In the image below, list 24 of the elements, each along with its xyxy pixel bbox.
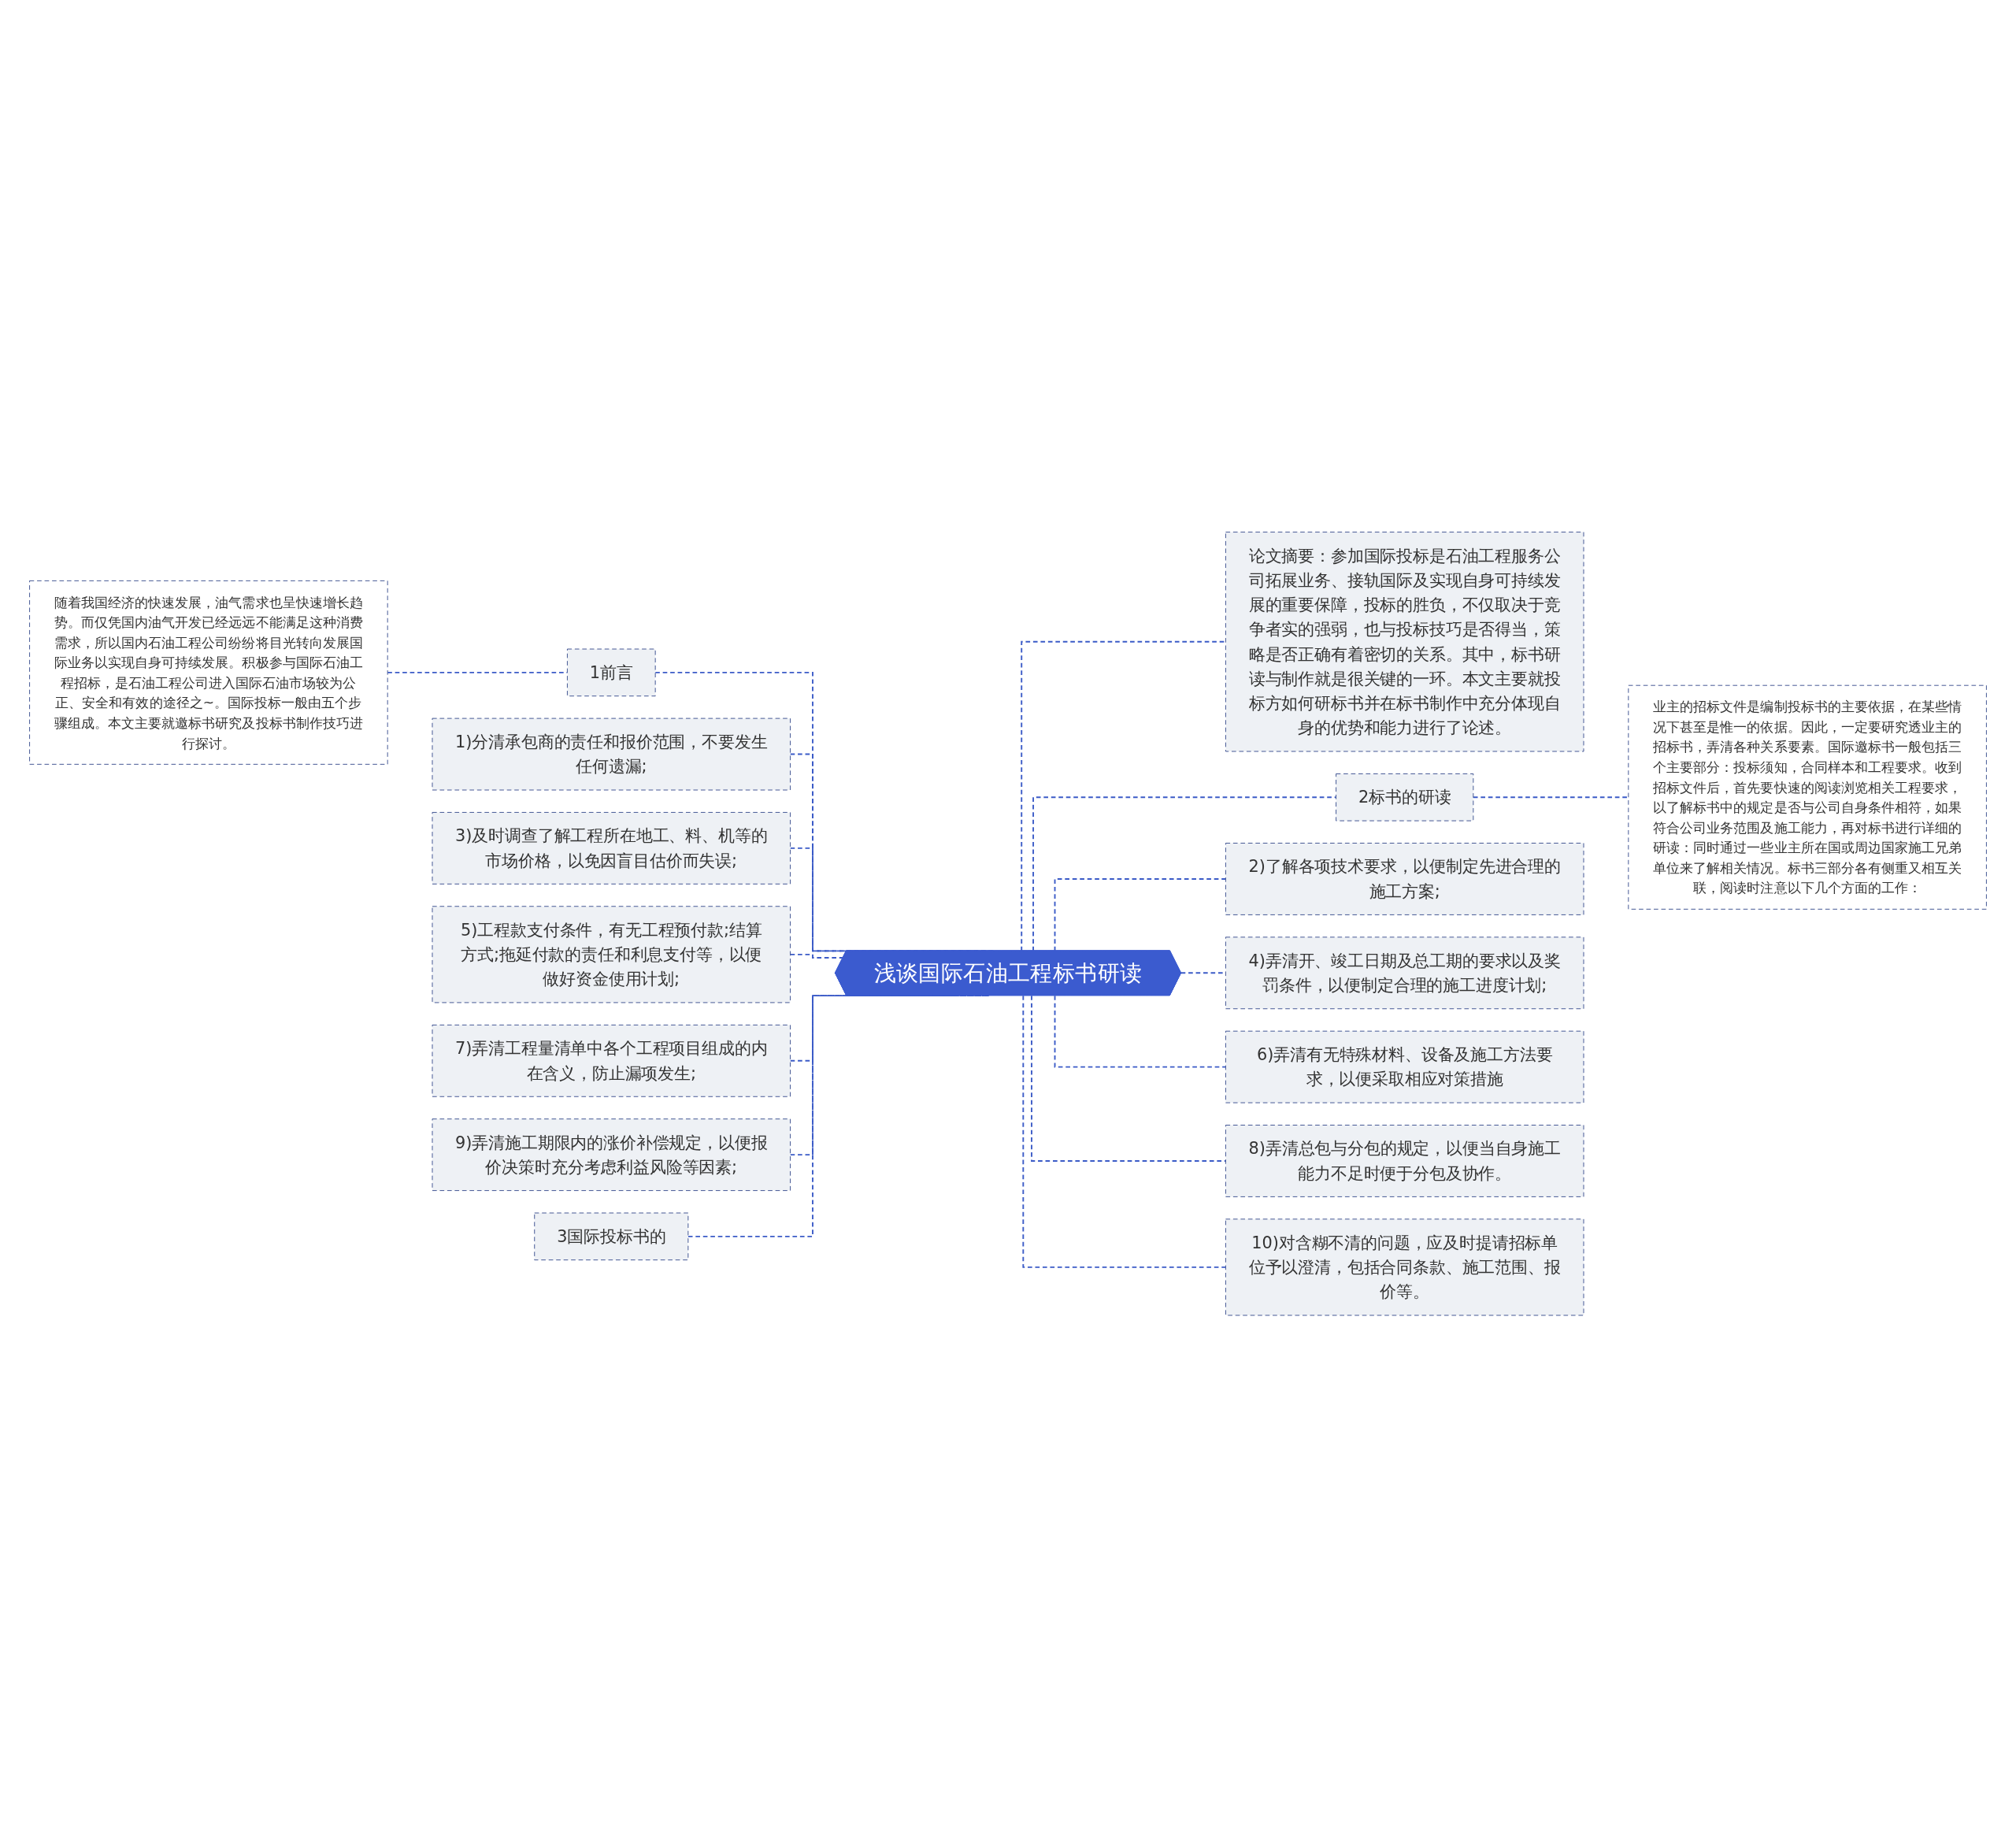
- connector: [1054, 877, 1227, 951]
- node-box: 5)工程款支付条件，有无工程预付款;结算方式;拖延付款的责任和利息支付等，以便做好资金使用计划;: [432, 906, 791, 1003]
- node-box: 2标书的研读: [1336, 773, 1474, 822]
- connector: [1031, 994, 1227, 1162]
- node-box: 论文摘要：参加国际投标是石油工程服务公司拓展业务、接轨国际及实现自身可持续发展的重要保障，投标的胜负，不仅取决于竞争者实的强弱，也与投标技巧是否得当，策略是否正确有着密切的关系。其中，标书研读与制作就是很关键的一环。本文主要就投标方如何研标书并在标书制作中充分体现自身的优势和能力进行了论述。: [1225, 531, 1584, 752]
- node-box: 8)弄清总包与分包的规定，以便当自身施工能力不足时便于分包及协作。: [1225, 1124, 1584, 1197]
- connector: [1472, 796, 1629, 798]
- node-box: 9)弄清施工期限内的涨价补偿规定，以便报价决策时充分考虑利益风险等因素;: [432, 1118, 791, 1191]
- node-box: 3国际投标书的: [534, 1212, 689, 1260]
- node-box: 6)弄清有无特殊材料、设备及施工方法要求，以便采取相应对策措施: [1225, 1030, 1584, 1103]
- connector: [1054, 994, 1227, 1068]
- node-box: 3)及时调查了解工程所在地工、料、机等的市场价格，以免因盲目估价而失误;: [432, 811, 791, 885]
- node-box: 10)对含糊不清的问题，应及时提请招标单位予以澄清，包括合同条款、施工范围、报价等。: [1225, 1218, 1584, 1316]
- node-box: 4)弄清开、竣工日期及总工期的要求以及奖罚条件，以便制定合理的施工进度计划;: [1225, 936, 1584, 1009]
- connector: [789, 953, 844, 959]
- node-box: 1)分清承包商的责任和报价范围，不要发生任何遗漏;: [432, 718, 791, 791]
- node-box: 随着我国经济的快速发展，油气需求也呈快速增长趋势。而仅凭国内油气开发已经远远不能满足这种消费需求，所以国内石油工程公司纷纷将目光转向发展国际业务以实现自身可持续发展。积极参与国际石油工程招标，是石油工程公司进入国际石油市场较为公正、安全和有效的途径之~。国际投标一般由五个步骤组成。本文主要就邀标书研究及投标书制作技巧进行探讨。: [29, 580, 388, 765]
- node-box: 1前言: [566, 648, 656, 696]
- node-box: 业主的招标文件是编制投标书的主要依据，在某些情况下甚至是惟一的依据。因此，一定要研究透业主的招标书，弄清各种关系要素。国际邀标书一般包括三个主要部分：投标须知，合同样本和工程要求。收到招标文件后，首先要快速的阅读浏览相关工程要求，以了解标书中的规定是否与公司自身条件相符，如果符合公司业务范围及施工能力，再对标书进行详细的研读：同时通过一些业主所在国或周边国家施工兄弟单位来了解相关情况。标书三部分各有侧重又相互关联，阅读时注意以下几个方面的工作：: [1628, 684, 1987, 910]
- connector: [1022, 994, 1227, 1268]
- connector: [1021, 640, 1227, 951]
- node-box: 2)了解各项技术要求，以便制定先进合理的施工方案;: [1225, 842, 1584, 915]
- node-box: 7)弄清工程量清单中各个工程项目组成的内在含义，防止漏项发生;: [432, 1024, 791, 1097]
- connector: [1032, 796, 1337, 951]
